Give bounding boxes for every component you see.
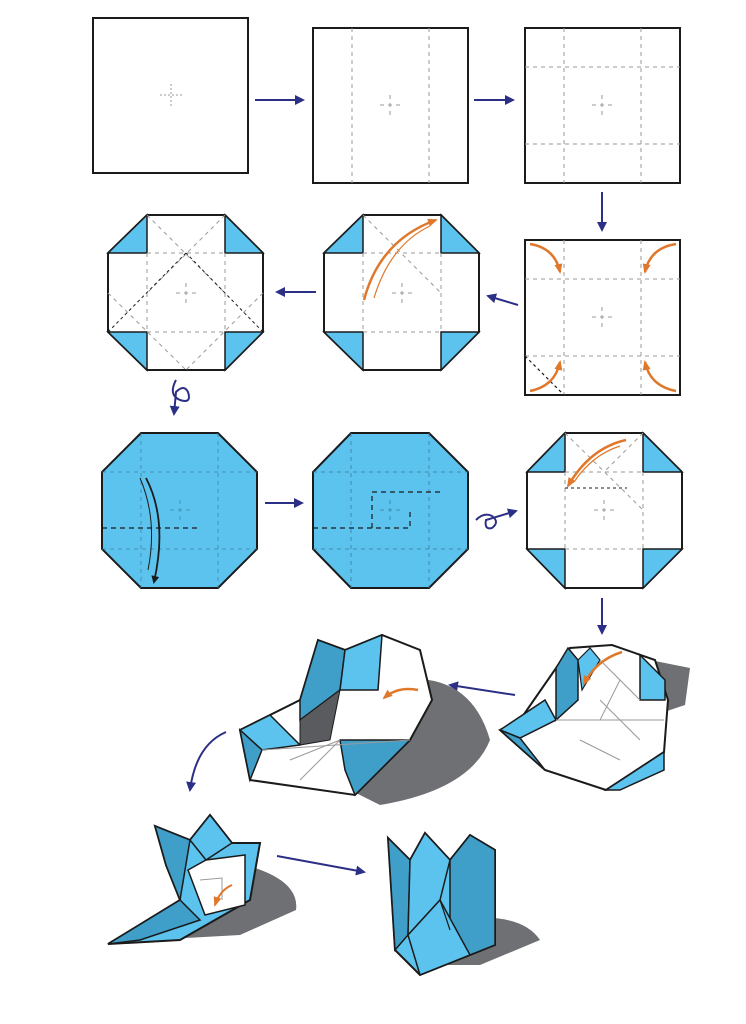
- fold-arrow: [213, 884, 233, 907]
- fold-arrow: [362, 218, 438, 301]
- step-arrow: [276, 855, 366, 876]
- step-1-square: [92, 17, 249, 174]
- step-12-3d-tail: [107, 813, 297, 945]
- final-tulip: [386, 831, 540, 977]
- step-arrow: [186, 731, 227, 792]
- step-4-fold-corners: [524, 239, 681, 396]
- step-7-flipped-blue: [101, 432, 258, 589]
- fold-arrow: [529, 242, 677, 393]
- step-3-grid-creases: [524, 27, 681, 184]
- flip-over-symbol: [169, 379, 190, 416]
- step-arrow: [486, 293, 519, 306]
- step-5-corners-folded: [322, 213, 481, 372]
- step-11-3d-raised: [238, 633, 490, 805]
- fold-arrow: [382, 687, 419, 700]
- step-arrow: [448, 681, 516, 696]
- step-2-vertical-creases: [312, 27, 469, 184]
- step-10-3d-partial: [498, 643, 690, 792]
- step-9-fold-corner-in: [525, 431, 684, 590]
- step-6-diagonal-creases: [106, 213, 265, 372]
- step-8-creased-blue: [312, 432, 469, 589]
- fold-arrow: [582, 650, 623, 686]
- fold-arrow: [566, 438, 627, 488]
- fold-arrow: [145, 477, 161, 584]
- flip-over-symbol: [475, 508, 518, 530]
